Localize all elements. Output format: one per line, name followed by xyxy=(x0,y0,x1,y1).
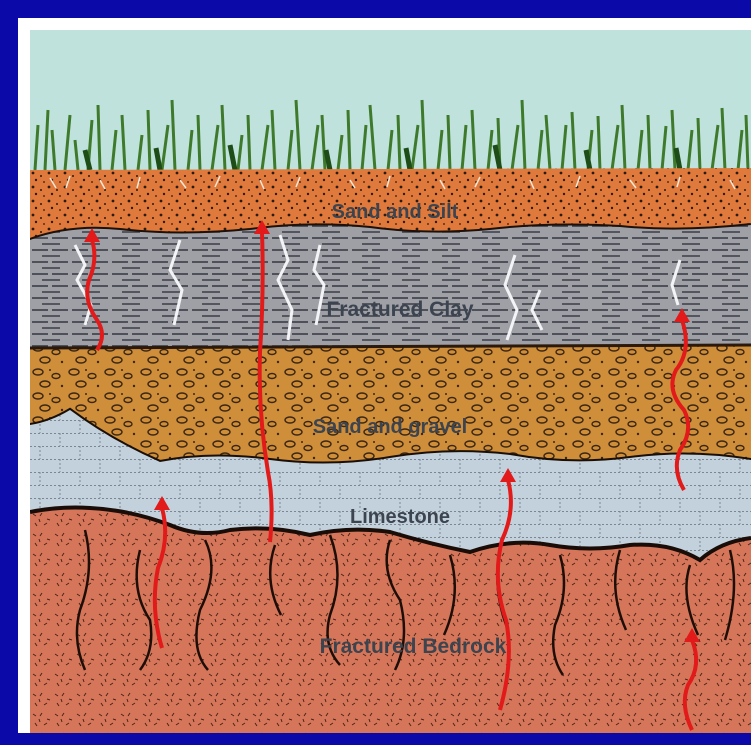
diagram-frame: Sand and Silt Fractured Clay Sand and gr… xyxy=(18,18,751,733)
label-limestone: Limestone xyxy=(350,506,450,528)
label-sand-and-silt: Sand and Silt xyxy=(332,201,459,223)
sand-gravel-layer xyxy=(30,345,751,464)
soil-profile-diagram: Sand and Silt Fractured Clay Sand and gr… xyxy=(30,30,751,733)
fractured-clay-layer xyxy=(30,225,751,348)
label-fractured-clay: Fractured Clay xyxy=(326,298,473,321)
label-fractured-bedrock: Fractured Bedrock xyxy=(320,635,507,658)
soil-layers-svg: Sand and Silt Fractured Clay Sand and gr… xyxy=(30,30,751,733)
label-sand-and-gravel: Sand and gravel xyxy=(313,416,468,438)
